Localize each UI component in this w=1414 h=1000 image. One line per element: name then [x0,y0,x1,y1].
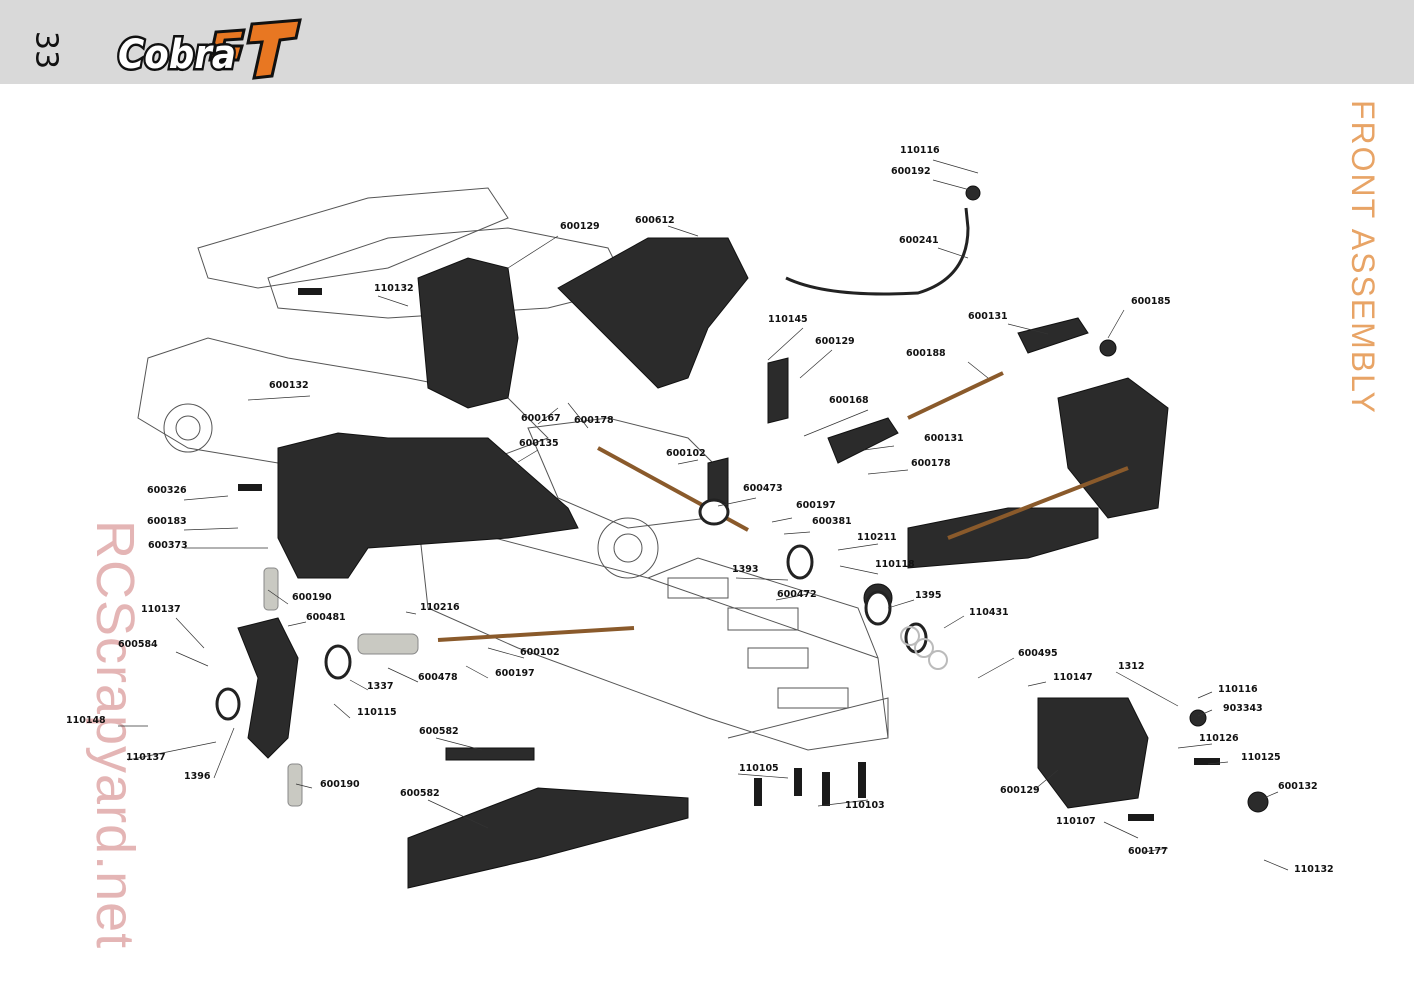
part-label: 600131 [924,433,964,444]
part-label: 600188 [906,348,946,359]
part-label: 110216 [420,602,460,613]
part-label: 600582 [400,788,440,799]
part-label: 1393 [732,564,759,575]
part-label: 600102 [666,448,706,459]
part-label: 110147 [1053,672,1093,683]
watermark: RCScrapyard.net [85,520,145,950]
part-label: 600326 [147,485,187,496]
axle-part [357,633,419,655]
part-label: 600472 [777,589,817,600]
part-label: 600197 [495,668,535,679]
part-label: 1396 [184,771,211,782]
part-label: 110118 [875,559,915,570]
part-label: 110137 [141,604,181,615]
diagram-drawing [118,159,1289,889]
page-number: 33 [28,30,64,70]
part-label: 600584 [118,639,158,650]
part-label: 110148 [66,715,106,726]
part-label: 600129 [1000,785,1040,796]
part-label: 1395 [915,590,942,601]
part-label: 110211 [857,532,897,543]
part-label: 600582 [419,726,459,737]
part-label: 110115 [357,707,397,718]
part-label: 110132 [1294,864,1334,875]
part-label: 600190 [320,779,360,790]
page-header [0,0,1414,84]
rear-hub-outline [137,337,549,469]
part-label: 600612 [635,215,675,226]
part-label: 110103 [845,800,885,811]
part-label: 600478 [418,672,458,683]
turnbuckle [907,371,1004,420]
skid-plate-part [407,787,689,889]
part-label: 600129 [560,221,600,232]
part-label: 600177 [1128,846,1168,857]
part-label: 110126 [1199,733,1239,744]
part-label: 600178 [911,458,951,469]
part-label: 110107 [1056,816,1096,827]
part-label: 600129 [815,336,855,347]
part-label: 600132 [1278,781,1318,792]
part-label: 600192 [891,166,931,177]
part-label: 600185 [1131,296,1171,307]
part-label: 110431 [969,607,1009,618]
part-label: 1337 [367,681,394,692]
part-label: 600190 [292,592,332,603]
part-label: 110132 [374,283,414,294]
shock-tower-part [557,237,749,389]
part-label: 600178 [574,415,614,426]
rod-end-part [827,417,899,464]
part-label: 903343 [1223,703,1263,714]
part-label: 600131 [968,311,1008,322]
bulkhead-part [417,257,519,409]
part-label: 1312 [1118,661,1145,672]
part-label: 600168 [829,395,869,406]
part-label: 600167 [521,413,561,424]
part-label: 600373 [148,540,188,551]
part-label: 600473 [743,483,783,494]
part-label: 110125 [1241,752,1281,763]
kingpin-part [263,567,279,611]
part-label: 110116 [900,145,940,156]
ball-end-part [965,185,981,201]
exploded-view-diagram: 110116 600192 600241 600129 600612 11013… [66,138,1334,916]
part-label: 600135 [519,438,559,449]
part-label: 110145 [768,314,808,325]
drive-shaft-front [437,626,635,642]
part-label: 600381 [812,516,852,527]
upper-arm-outline [197,187,509,289]
cobra-gt-logo: Cobra [112,16,312,82]
part-label: 600481 [306,612,346,623]
part-label: 110105 [739,763,779,774]
part-label: 600183 [147,516,187,527]
pad-part [445,747,535,761]
part-label: 110137 [126,752,166,763]
section-title: FRONT ASSEMBLY [1345,100,1381,415]
part-label: 600102 [520,647,560,658]
chassis-plate [417,517,889,751]
part-label: 600241 [899,235,939,246]
front-arm-part [907,507,1099,569]
part-label: 600197 [796,500,836,511]
part-label: 600132 [269,380,309,391]
front-hub-part [1057,377,1169,519]
anti-roll-bar [785,207,970,296]
part-label: 110116 [1218,684,1258,695]
steering-knuckle-part [237,617,299,759]
bearing-part [324,644,352,680]
logo-word: Cobra [118,32,236,78]
lower-arm-part [277,432,579,579]
front-gearbox-part [1037,697,1149,809]
part-label: 600495 [1018,648,1058,659]
